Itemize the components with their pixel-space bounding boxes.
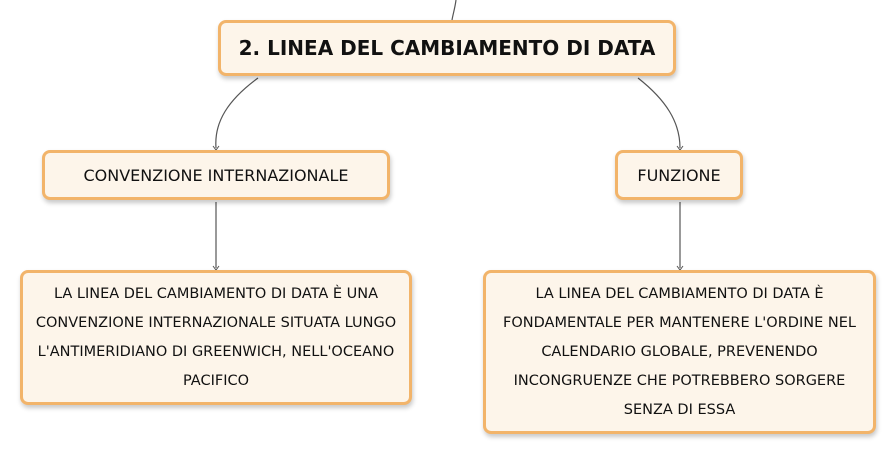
- branch-node-label: CONVENZIONE INTERNAZIONALE: [83, 165, 349, 185]
- detail-node-funzione[interactable]: LA LINEA DEL CAMBIAMENTO DI DATA È FONDA…: [483, 270, 876, 434]
- branch-node-convenzione-internazionale[interactable]: CONVENZIONE INTERNAZIONALE: [42, 150, 390, 200]
- detail-node-convenzione[interactable]: LA LINEA DEL CAMBIAMENTO DI DATA È UNA C…: [20, 270, 412, 405]
- detail-node-text: LA LINEA DEL CAMBIAMENTO DI DATA È UNA C…: [35, 285, 397, 389]
- branch-node-label: FUNZIONE: [637, 165, 721, 185]
- connector-root-to-convenzione: [215, 77, 259, 149]
- connector-root-to-funzione: [637, 77, 681, 149]
- connector-incoming: [451, 0, 457, 21]
- root-node-label: 2. LINEA DEL CAMBIAMENTO DI DATA: [238, 36, 656, 60]
- root-node[interactable]: 2. LINEA DEL CAMBIAMENTO DI DATA: [218, 20, 676, 76]
- branch-node-funzione[interactable]: FUNZIONE: [615, 150, 743, 200]
- detail-node-text: LA LINEA DEL CAMBIAMENTO DI DATA È FONDA…: [503, 285, 856, 418]
